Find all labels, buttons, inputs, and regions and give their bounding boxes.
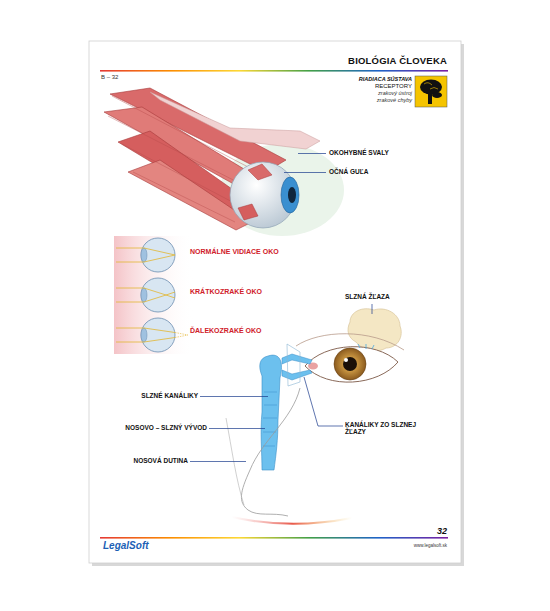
page-number: 32	[437, 526, 447, 536]
lip-line	[232, 517, 352, 524]
light-ray	[116, 288, 175, 302]
topic-icon	[415, 76, 447, 107]
muscle-insertion	[248, 164, 272, 180]
pupil	[288, 187, 296, 203]
leader-line	[372, 304, 373, 314]
muscle-insertion	[238, 204, 258, 220]
iris	[281, 177, 299, 213]
brain-folds	[424, 83, 438, 89]
canaliculus	[282, 370, 312, 380]
nose-outline	[241, 388, 300, 516]
topic-name: RECEPTORY	[375, 83, 412, 90]
lens	[141, 288, 147, 302]
topic-heading: RIADIACA SÚSTAVA	[359, 76, 412, 82]
page-title: BIOLÓGIA ČLOVEKA	[348, 56, 447, 67]
page-code: B – 32	[101, 74, 118, 81]
leader-line	[190, 461, 246, 462]
eye-section	[141, 318, 175, 352]
publisher-url: www.legalsoft.sk	[414, 543, 447, 548]
myopic-eye	[116, 278, 175, 312]
defect-label: NORMÁLNE VIDIACE OKO	[190, 248, 279, 256]
tendon	[150, 92, 320, 149]
normal-eye	[116, 238, 175, 272]
light-ray	[116, 248, 175, 262]
muscle-fibres	[108, 96, 250, 222]
part-label: KANÁLIKY ZO SLZNEJ ŽĽAZY	[345, 421, 423, 436]
publisher-logo: LegalSoft	[103, 540, 149, 552]
brain-stem	[428, 92, 432, 104]
eye-highlight	[344, 358, 348, 362]
iris	[334, 348, 366, 380]
eye-section	[141, 238, 175, 272]
leader-line	[200, 396, 268, 397]
leader-line	[209, 428, 265, 429]
brain-cerebellum	[432, 92, 442, 98]
eye-section	[141, 278, 175, 312]
lacrimal-gland	[348, 309, 401, 351]
canaliculus	[282, 354, 312, 364]
topic-item: zrakový ústroj	[378, 90, 412, 96]
lens	[141, 248, 147, 262]
topic-item: zrakové chyby	[377, 97, 412, 103]
leader-line	[304, 377, 343, 426]
light-ray	[175, 333, 188, 338]
part-label: SLZNÉ KANÁLIKY	[141, 392, 198, 399]
leader-line	[284, 172, 326, 173]
part-label: SLZNÁ ŽĽAZA	[345, 293, 390, 300]
light-band	[114, 236, 194, 354]
light-ray	[116, 328, 175, 342]
defect-label: ĎALEKOZRAKÉ OKO	[190, 327, 262, 335]
part-label: OČNÁ GUĽA	[329, 168, 368, 175]
part-label: OKOHYBNÉ SVALY	[329, 149, 389, 156]
page-sheet	[89, 41, 461, 563]
rainbow-rule	[100, 537, 448, 539]
part-label: NOSOVÁ DUTINA	[133, 457, 188, 464]
eye	[305, 347, 398, 382]
pupil	[343, 357, 357, 371]
gland-duct	[358, 344, 374, 349]
leader-line	[298, 153, 326, 154]
nasolacrimal-duct	[260, 355, 282, 470]
lens	[141, 328, 147, 342]
canaliculus-outline	[287, 344, 300, 386]
hyperopic-eye	[116, 318, 188, 352]
defect-label: KRÁTKOZRAKÉ OKO	[190, 288, 262, 296]
rainbow-rule	[100, 70, 448, 72]
part-label: NOSOVO – SLZNÝ VÝVOD	[125, 424, 207, 431]
